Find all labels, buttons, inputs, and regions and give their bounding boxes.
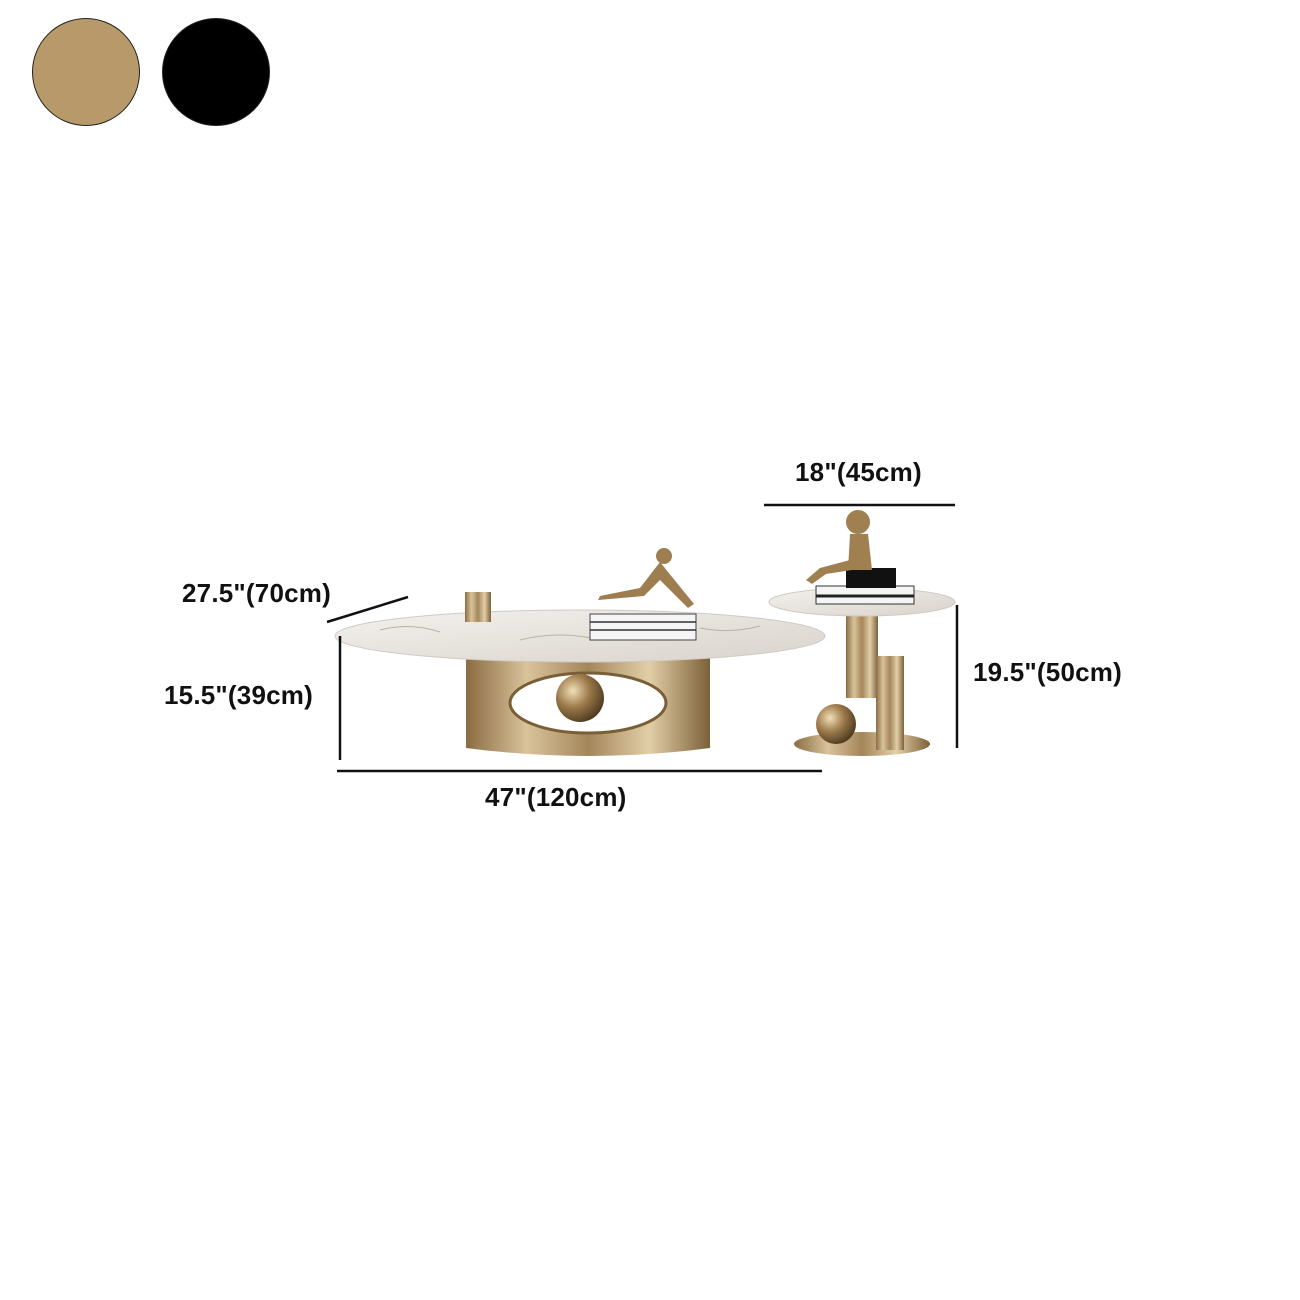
coffee-table-ball [556,674,604,722]
black-block [846,568,896,588]
seated-figurine [806,510,872,584]
gold-color-swatch[interactable] [32,18,140,126]
coffee-table-books [589,613,697,641]
candle-holder [465,592,491,622]
side-table-column [846,612,878,698]
black-color-swatch[interactable] [162,18,270,126]
side-table-base [794,732,930,756]
dimension-lines [326,503,959,773]
side-table-height-label: 19.5"(50cm) [973,657,1122,687]
side-table-diameter-label: 18"(45cm) [795,457,922,487]
side-table-column-tall [876,656,904,750]
depth-dimension-line [326,595,409,624]
coffee-table-width-label: 47"(120cm) [485,782,627,812]
coffee-table-depth-label: 27.5"(70cm) [182,578,331,608]
coffee-table-height-label: 15.5"(39cm) [164,680,313,710]
running-figurine [598,548,694,608]
side-table [768,510,956,756]
coffee-table [334,548,826,756]
side-table-ball [816,704,856,744]
